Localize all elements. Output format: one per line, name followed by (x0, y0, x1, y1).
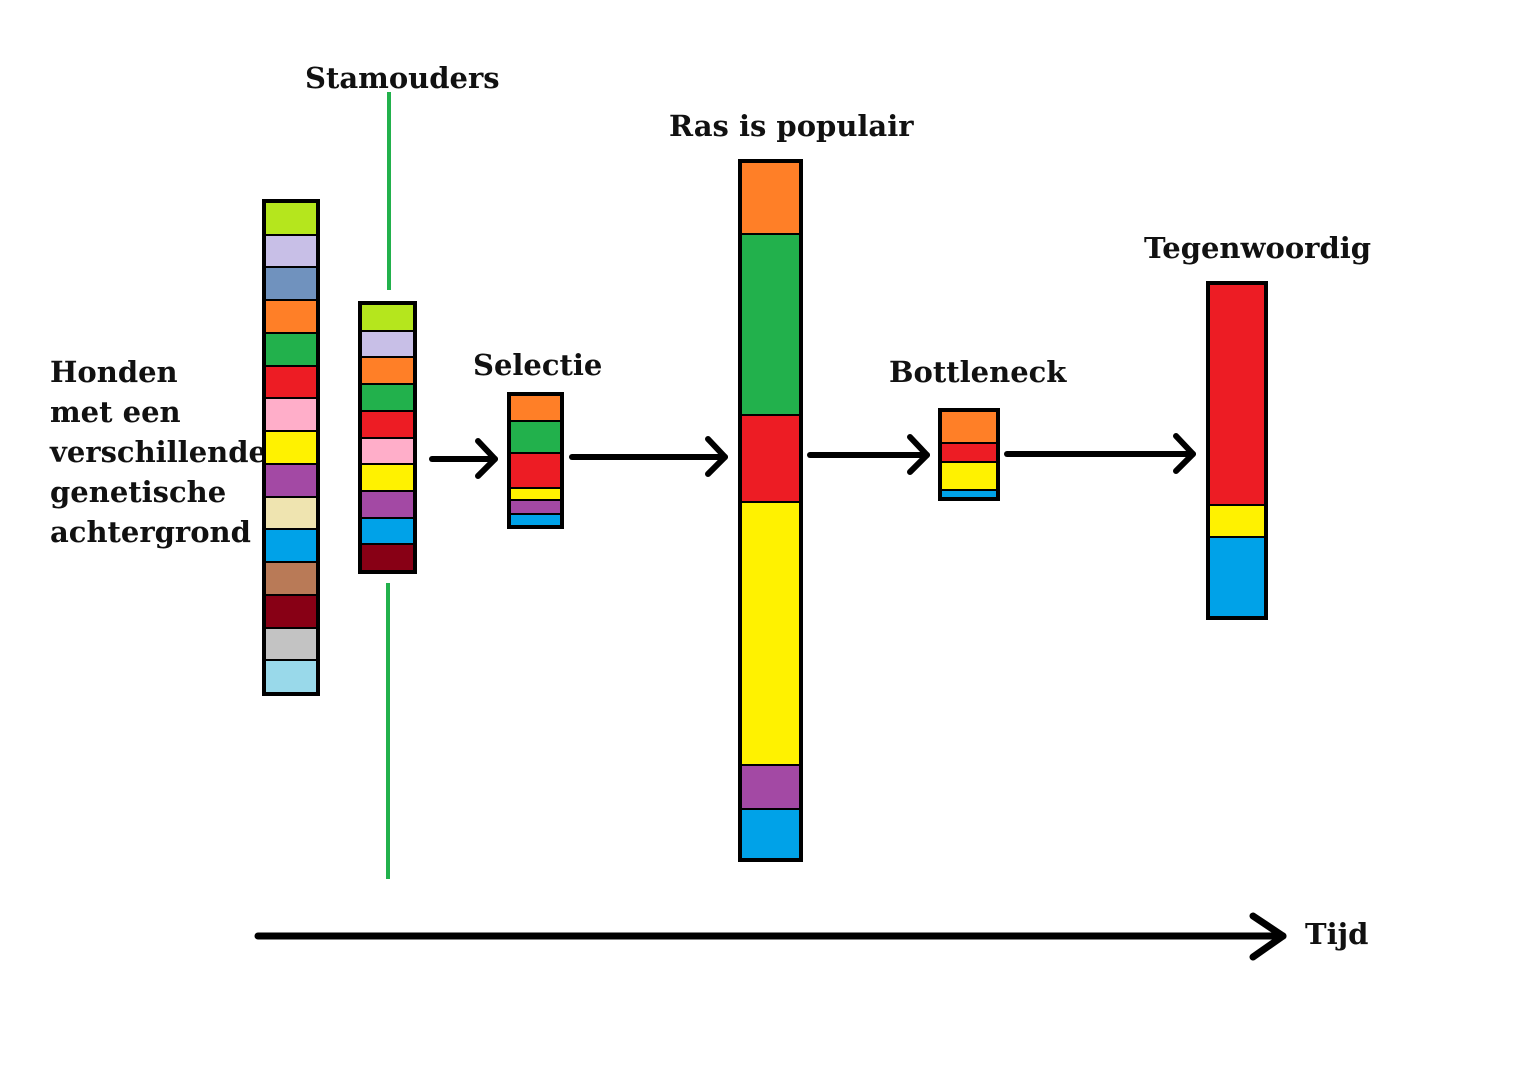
arrow-selection-to-popular (569, 436, 728, 477)
selectie-label: Selectie (473, 348, 603, 382)
gene-segment (511, 421, 560, 452)
founders-column (358, 301, 417, 574)
gene-segment (266, 301, 316, 332)
gene-segment (942, 463, 996, 489)
present-day-column (1206, 281, 1268, 620)
arrow-popular-to-bottleneck (807, 434, 930, 475)
gene-segment (266, 497, 316, 529)
gene-segment (1210, 285, 1264, 504)
gene-segment (742, 234, 799, 414)
gene-segment (742, 503, 799, 764)
gene-segment (362, 491, 413, 517)
gene-segment (511, 489, 560, 500)
gene-segment (511, 453, 560, 488)
gene-segment (266, 432, 316, 463)
gene-segment (742, 765, 799, 809)
gene-segment (362, 518, 413, 544)
gene-segment (942, 491, 996, 497)
gene-segment (511, 501, 560, 514)
gene-segment (511, 515, 560, 525)
gene-segment (942, 412, 996, 442)
gene-segment (266, 530, 316, 562)
gene-segment (742, 163, 799, 233)
gene-segment (362, 438, 413, 464)
intro-label-line: genetische (50, 475, 227, 509)
gene-segment (362, 385, 413, 410)
gene-segment (266, 595, 316, 627)
bottleneck-label: Bottleneck (889, 355, 1067, 389)
intro-label: Honden met een verschillende genetische … (50, 352, 267, 552)
gene-segment (742, 415, 799, 502)
tegenwoordig-label: Tegenwoordig (1144, 231, 1372, 265)
intro-label-line: verschillende (50, 435, 267, 469)
ras-populair-label: Ras is populair (669, 109, 914, 143)
gene-segment (266, 628, 316, 660)
intro-label-line: achtergrond (50, 515, 251, 549)
gene-segment (266, 268, 316, 300)
gene-segment (362, 465, 413, 490)
stamouders-label: Stamouders (305, 61, 500, 95)
gene-segment (266, 464, 316, 496)
gene-segment (742, 810, 799, 858)
time-axis-arrow (254, 912, 1287, 961)
gene-segment (511, 396, 560, 420)
gene-segment (266, 661, 316, 692)
intro-label-line: met een (50, 395, 181, 429)
gene-segment (266, 563, 316, 594)
gene-segment (1210, 505, 1264, 536)
gene-segment (266, 366, 316, 398)
gene-segment (362, 545, 413, 570)
original-population-column (262, 199, 320, 696)
gene-segment (942, 444, 996, 461)
gene-segment (362, 411, 413, 437)
gene-segment (266, 203, 316, 234)
gene-segment (362, 358, 413, 384)
popular-breed-column (738, 159, 803, 862)
bottleneck-column (938, 408, 1000, 501)
selection-column (507, 392, 564, 529)
gene-segment (362, 305, 413, 330)
intro-label-line: Honden (50, 355, 178, 389)
tijd-label: Tijd (1305, 917, 1369, 951)
arrow-founders-to-selection (429, 438, 498, 479)
gene-segment (362, 331, 413, 357)
arrow-bottleneck-to-present (1004, 433, 1196, 474)
gene-segment (266, 399, 316, 431)
gene-segment (266, 235, 316, 267)
gene-segment (266, 333, 316, 365)
gene-segment (1210, 537, 1264, 616)
